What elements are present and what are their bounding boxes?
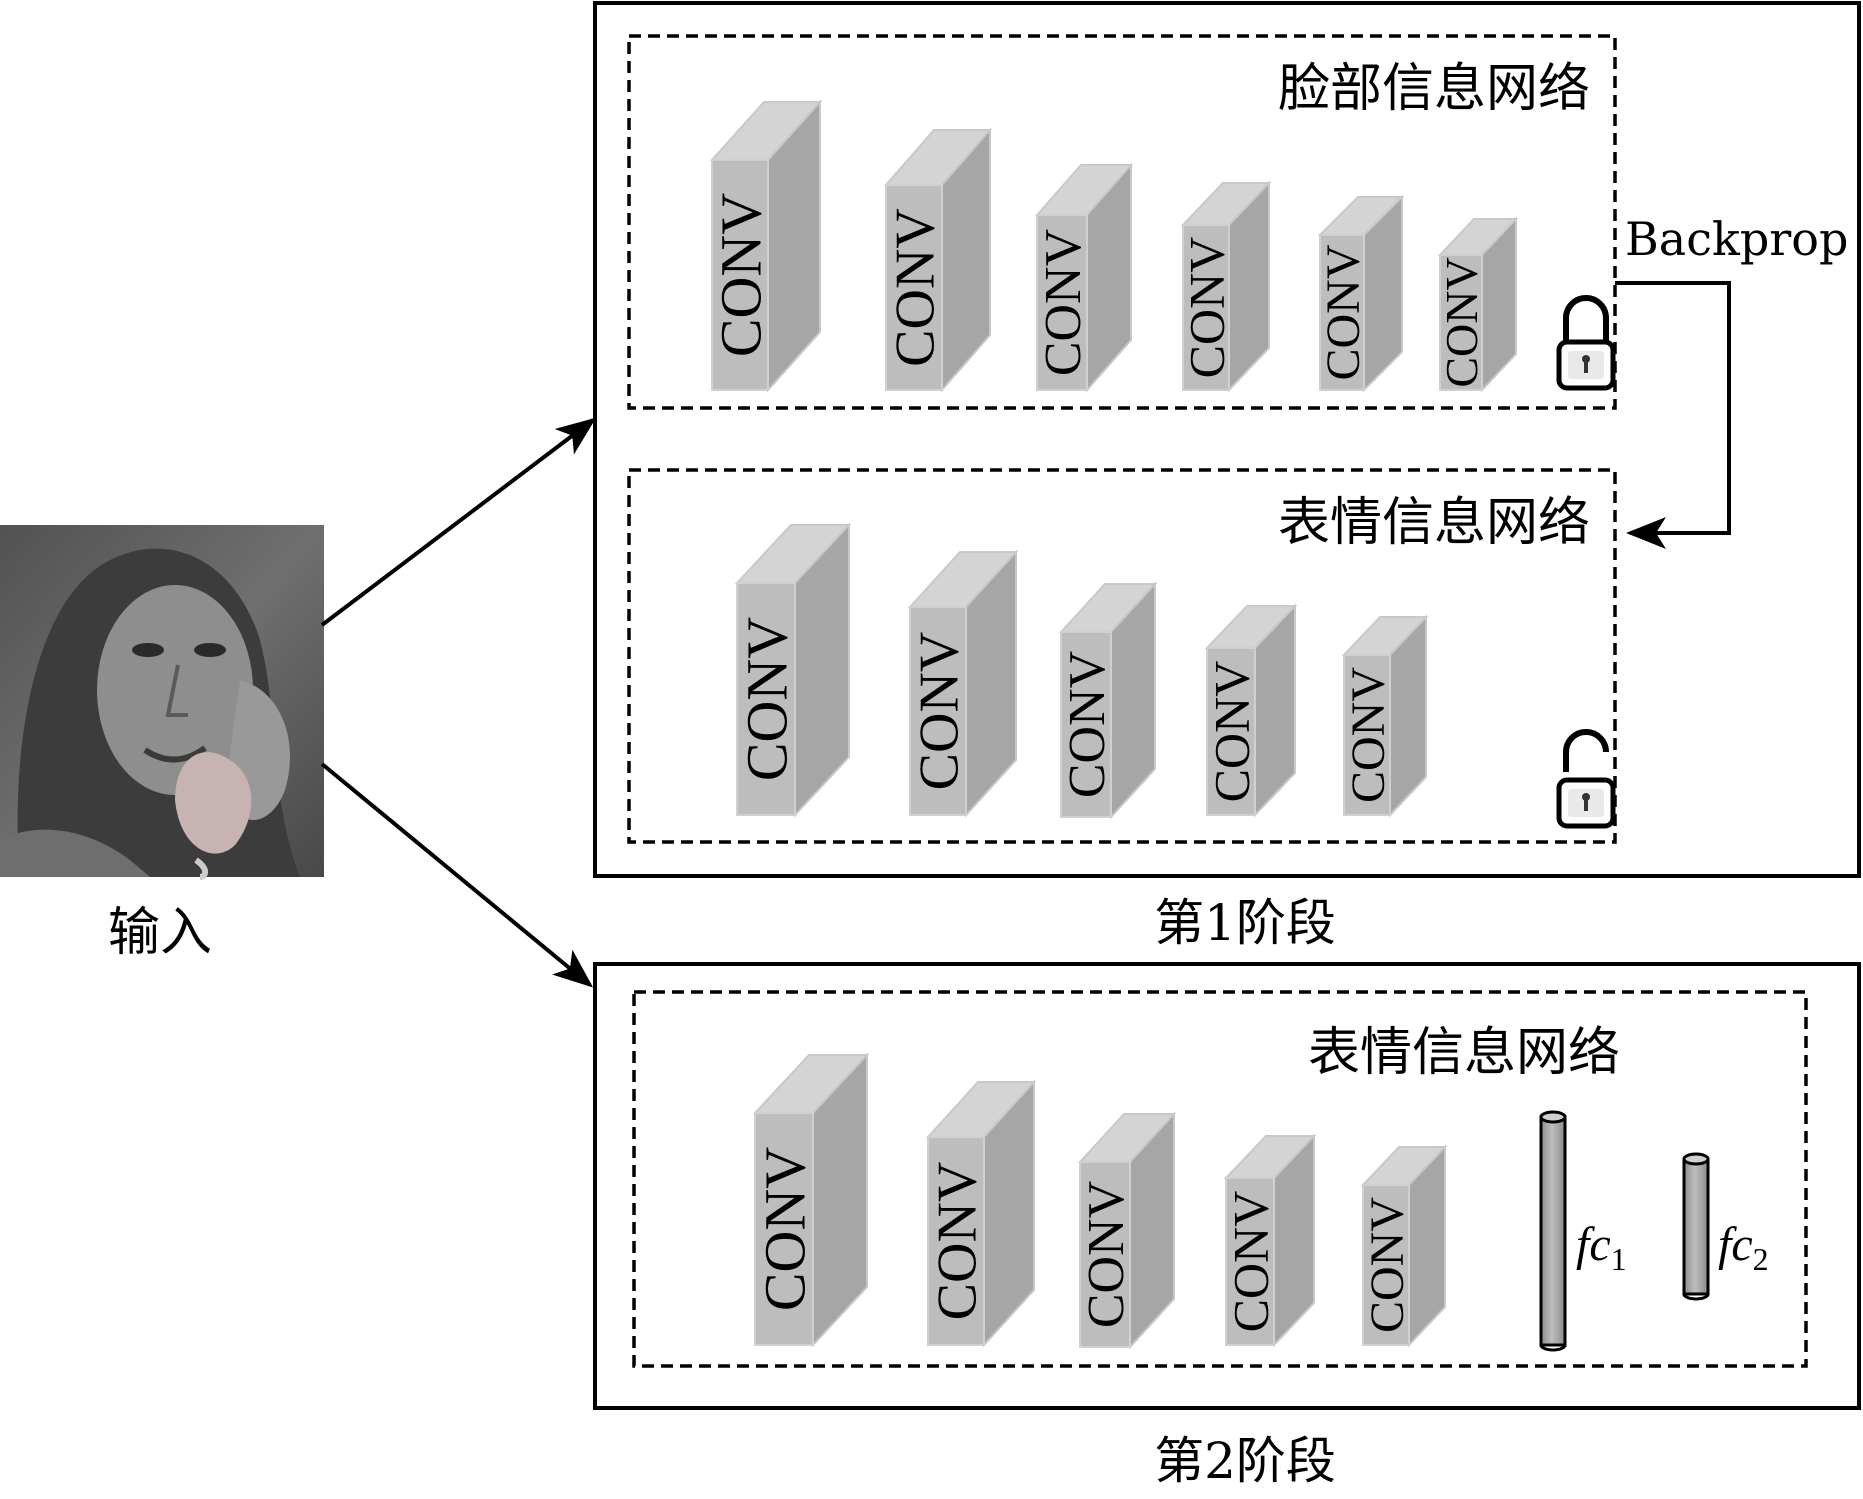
arrow-to-stage2 xyxy=(320,762,594,988)
stage1-expression-conv-block-1: CONV xyxy=(734,522,852,818)
backprop-arrow xyxy=(1615,281,1731,549)
unlocked-padlock-icon xyxy=(1556,729,1616,829)
stage1-expression-network-title: 表情信息网络 xyxy=(1278,493,1590,553)
face-conv-block-5: CONV xyxy=(1317,194,1405,393)
stage1-expression-conv-block-2: CONV xyxy=(907,549,1019,818)
stage1-expression-conv-block-3: CONV xyxy=(1058,581,1158,820)
stage1-expression-conv-block-3-label: CONV xyxy=(1059,651,1116,798)
stage2-expression-conv-block-5-label: CONV xyxy=(1361,1197,1414,1333)
stage2-expression-network-title: 表情信息网络 xyxy=(1308,1023,1620,1083)
stage2-expression-conv-block-4: CONV xyxy=(1223,1133,1317,1348)
stage2-expression-conv-block-1-label: CONV xyxy=(752,1147,817,1311)
input-photo xyxy=(0,525,324,880)
stage2-caption: 第2阶段 xyxy=(1154,1432,1336,1490)
face-conv-block-4: CONV xyxy=(1179,180,1272,393)
stage2-expression-conv-block-2: CONV xyxy=(925,1079,1037,1348)
stage2-expression-conv-block-3-label: CONV xyxy=(1078,1181,1135,1328)
fc2-layer xyxy=(1682,1152,1710,1301)
face-conv-block-1-label: CONV xyxy=(708,193,773,357)
backprop-label: Backprop xyxy=(1625,212,1848,266)
stage1-expression-conv-block-5-label: CONV xyxy=(1342,667,1395,803)
stage1-expression-conv-block-4: CONV xyxy=(1204,603,1298,818)
face-conv-block-2: CONV xyxy=(883,127,993,393)
stage1-expression-conv-block-2-label: CONV xyxy=(909,632,971,791)
face-network-layers: CONV CONV CONV CONV CONV CONV xyxy=(708,99,1519,393)
face-conv-block-4-label: CONV xyxy=(1179,237,1235,379)
face-conv-block-3: CONV xyxy=(1034,162,1134,393)
face-conv-block-6-label: CONV xyxy=(1436,257,1487,387)
face-conv-block-5-label: CONV xyxy=(1317,244,1370,380)
stage1-box xyxy=(593,1,1861,878)
stage1-expression-conv-block-5: CONV xyxy=(1341,614,1429,818)
fc2-label: fc2 xyxy=(1718,1218,1769,1277)
stage1-expression-conv-block-4-label: CONV xyxy=(1204,661,1260,803)
face-network-title: 脸部信息网络 xyxy=(1278,59,1590,119)
stage1-caption: 第1阶段 xyxy=(1154,894,1336,952)
stage2-expression-conv-block-2-label: CONV xyxy=(927,1162,989,1321)
input-label: 输入 xyxy=(108,903,212,963)
face-conv-block-1: CONV xyxy=(708,99,823,393)
fc1-label: fc1 xyxy=(1576,1218,1627,1277)
face-conv-block-6: CONV xyxy=(1436,216,1519,393)
stage1-expression-layers: CONV CONV CONV CONV CONV xyxy=(734,522,1429,820)
stage1-expression-conv-block-1-label: CONV xyxy=(734,617,799,781)
stage2-expression-network-box xyxy=(632,990,1808,1368)
stage2-expression-conv-block-1: CONV xyxy=(752,1052,870,1348)
stage2-expression-conv-block-3: CONV xyxy=(1077,1111,1177,1350)
locked-padlock-icon xyxy=(1556,295,1616,391)
stage2-expression-conv-block-5: CONV xyxy=(1360,1144,1448,1348)
stage2-box xyxy=(593,962,1861,1410)
face-conv-block-3-label: CONV xyxy=(1035,229,1092,376)
face-conv-block-2-label: CONV xyxy=(885,208,947,367)
stage1-expression-network-box xyxy=(627,468,1617,844)
face-network-box xyxy=(627,34,1617,410)
fc1-layer xyxy=(1539,1110,1567,1352)
stage2-expression-layers: CONV CONV CONV CONV CONV xyxy=(752,1052,1448,1350)
arrow-to-stage1 xyxy=(320,417,597,627)
stage2-expression-conv-block-4-label: CONV xyxy=(1223,1191,1279,1333)
